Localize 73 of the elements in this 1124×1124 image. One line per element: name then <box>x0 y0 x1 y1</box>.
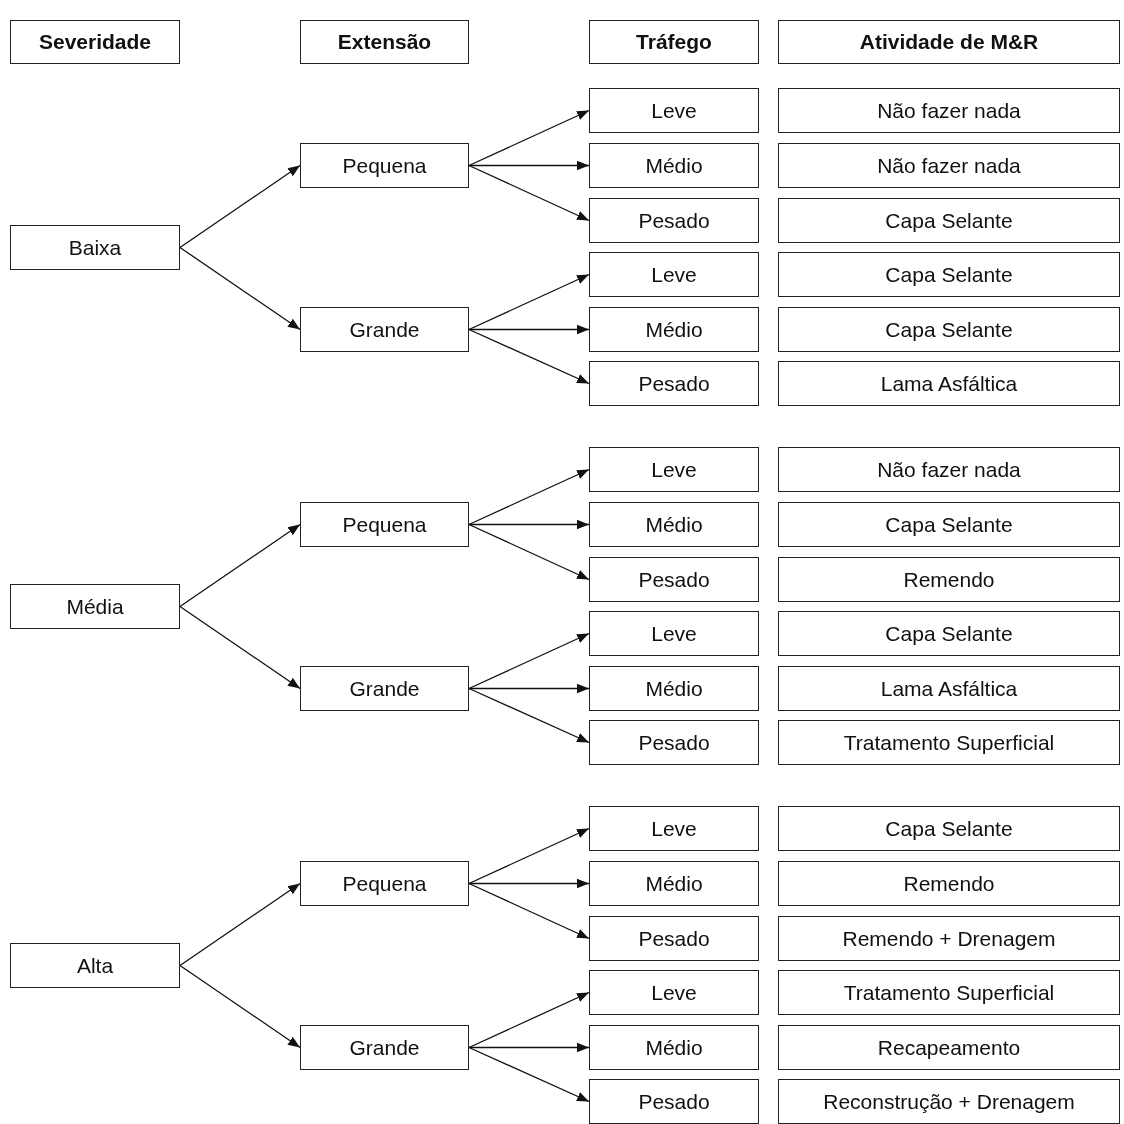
arrow <box>468 328 590 385</box>
traffic-box: Pesado <box>589 1079 759 1124</box>
activity-box: Tratamento Superficial <box>778 720 1120 765</box>
extent-box: Grande <box>300 1025 469 1070</box>
column-header: Atividade de M&R <box>778 20 1120 64</box>
arrow <box>179 523 301 608</box>
arrow <box>468 687 590 744</box>
arrow <box>179 964 301 1049</box>
arrow <box>468 273 590 331</box>
activity-box: Recapeamento <box>778 1025 1120 1070</box>
traffic-box: Pesado <box>589 198 759 243</box>
traffic-box: Leve <box>589 806 759 851</box>
arrow <box>468 878 590 889</box>
activity-box: Capa Selante <box>778 611 1120 656</box>
activity-box: Capa Selante <box>778 806 1120 851</box>
traffic-box: Leve <box>589 447 759 492</box>
activity-box: Lama Asfáltica <box>778 361 1120 406</box>
activity-box: Não fazer nada <box>778 143 1120 188</box>
activity-box: Reconstrução + Drenagem <box>778 1079 1120 1124</box>
traffic-box: Leve <box>589 252 759 297</box>
arrow <box>468 632 590 690</box>
activity-box: Não fazer nada <box>778 88 1120 133</box>
extent-box: Pequena <box>300 861 469 906</box>
traffic-box: Médio <box>589 666 759 711</box>
arrow <box>179 164 301 249</box>
arrow <box>468 164 590 222</box>
activity-box: Remendo <box>778 861 1120 906</box>
extent-box: Pequena <box>300 502 469 547</box>
arrow <box>468 882 590 940</box>
arrow <box>179 605 301 690</box>
traffic-box: Pesado <box>589 557 759 602</box>
arrow <box>468 827 590 885</box>
arrow <box>468 683 590 694</box>
traffic-box: Pesado <box>589 916 759 961</box>
column-header: Extensão <box>300 20 469 64</box>
arrow <box>468 468 590 526</box>
arrow <box>468 109 590 167</box>
traffic-box: Médio <box>589 307 759 352</box>
traffic-box: Pesado <box>589 720 759 765</box>
activity-box: Tratamento Superficial <box>778 970 1120 1015</box>
arrow <box>468 160 590 171</box>
severity-box: Alta <box>10 943 180 988</box>
traffic-box: Leve <box>589 88 759 133</box>
extent-box: Grande <box>300 666 469 711</box>
extent-box: Grande <box>300 307 469 352</box>
arrow <box>468 991 590 1049</box>
arrow <box>468 1042 590 1053</box>
activity-box: Não fazer nada <box>778 447 1120 492</box>
traffic-box: Médio <box>589 861 759 906</box>
activity-box: Remendo + Drenagem <box>778 916 1120 961</box>
activity-box: Remendo <box>778 557 1120 602</box>
arrow <box>179 882 301 967</box>
activity-box: Lama Asfáltica <box>778 666 1120 711</box>
traffic-box: Médio <box>589 1025 759 1070</box>
extent-box: Pequena <box>300 143 469 188</box>
arrow <box>468 519 590 530</box>
column-header: Severidade <box>10 20 180 64</box>
activity-box: Capa Selante <box>778 502 1120 547</box>
activity-box: Capa Selante <box>778 252 1120 297</box>
traffic-box: Médio <box>589 143 759 188</box>
traffic-box: Leve <box>589 970 759 1015</box>
arrow <box>179 246 301 331</box>
column-header: Tráfego <box>589 20 759 64</box>
activity-box: Capa Selante <box>778 307 1120 352</box>
arrow <box>468 324 590 335</box>
traffic-box: Médio <box>589 502 759 547</box>
severity-box: Média <box>10 584 180 629</box>
traffic-box: Leve <box>589 611 759 656</box>
traffic-box: Pesado <box>589 361 759 406</box>
activity-box: Capa Selante <box>778 198 1120 243</box>
arrow <box>468 523 590 581</box>
severity-box: Baixa <box>10 225 180 270</box>
arrow <box>468 1046 590 1103</box>
